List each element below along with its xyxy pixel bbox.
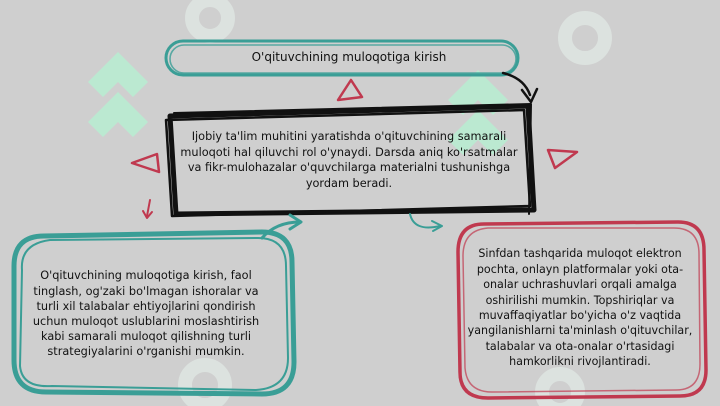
- triangle-marker-right: [546, 148, 579, 170]
- triangle-marker-top: [336, 78, 364, 102]
- center-node-text: Ijobiy ta'lim muhitini yaratishda o'qitu…: [180, 130, 518, 190]
- watermark-ring-bottom: [178, 358, 232, 406]
- arrowhead-center-to-left: [142, 210, 153, 219]
- title-node-text: O'qituvchining muloqotiga kirish: [251, 50, 447, 65]
- watermark-ring-top: [185, 0, 235, 43]
- triangle-marker-left: [130, 152, 161, 174]
- arrow-center-to-left: [146, 199, 151, 217]
- arrow-left-to-center: [260, 220, 302, 240]
- watermark-logo-left: [88, 52, 148, 137]
- watermark-ring-right: [558, 11, 612, 65]
- arrowhead-center-to-right: [431, 220, 443, 232]
- arrowhead-title-to-center: [520, 87, 539, 104]
- arrow-center-to-right: [409, 213, 441, 229]
- arrow-title-to-center: [501, 71, 532, 97]
- watermark-logo-center: [448, 70, 508, 155]
- title-node-frame: [164, 39, 520, 77]
- center-node-frame: [164, 103, 537, 218]
- right-node-text: Sinfdan tashqarida muloqot elektron poch…: [467, 247, 693, 369]
- right-node-frame: [456, 220, 708, 400]
- arrowhead-left-to-center: [288, 213, 303, 231]
- left-node-frame: [11, 229, 297, 397]
- left-node-text: O'qituvchining muloqotiga kirish, faol t…: [32, 269, 260, 359]
